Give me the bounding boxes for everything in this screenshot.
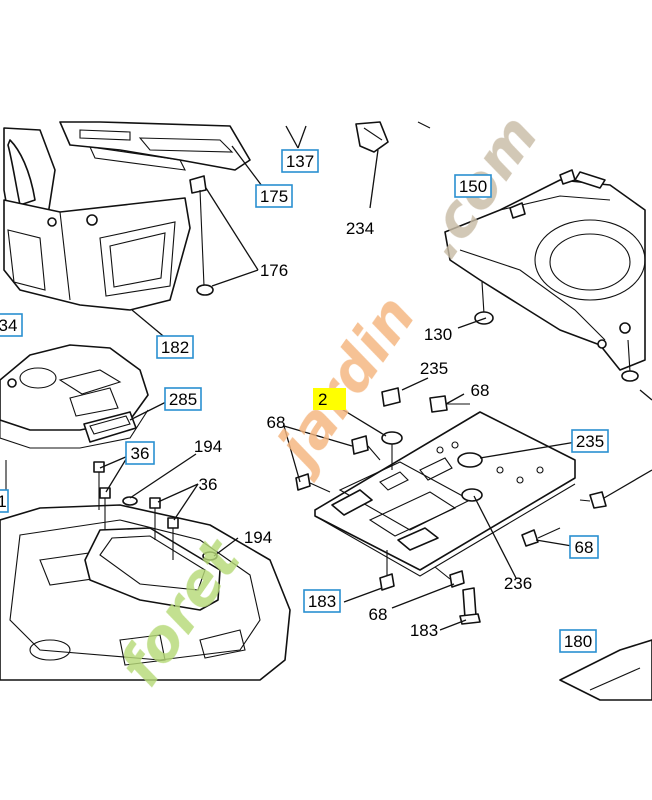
svg-text:1: 1 (0, 492, 7, 511)
callout-176: 176 (260, 261, 288, 280)
callout-234: 234 (346, 219, 374, 238)
part-234 (355, 121, 431, 153)
callout-285: 285 (164, 387, 202, 411)
svg-text:180: 180 (564, 632, 592, 651)
svg-text:183: 183 (308, 592, 336, 611)
svg-text:137: 137 (286, 152, 314, 171)
bolt-176 (189, 175, 214, 296)
svg-text:68: 68 (471, 381, 490, 400)
svg-text:234: 234 (346, 219, 374, 238)
svg-text:236: 236 (504, 574, 532, 593)
svg-text:150: 150 (459, 177, 487, 196)
svg-text:68: 68 (575, 538, 594, 557)
svg-text:194: 194 (194, 437, 222, 456)
svg-text:68: 68 (267, 413, 286, 432)
callout-2-highlight: 2 (313, 388, 346, 410)
svg-text:235: 235 (576, 432, 604, 451)
part-180 (559, 639, 652, 701)
watermark-text-jardin: jardin (259, 283, 428, 484)
callout-34: 34 (0, 313, 23, 337)
svg-text:36: 36 (199, 475, 218, 494)
callout-130: 130 (424, 325, 452, 344)
belt-guard-assembly (444, 169, 646, 382)
plate-fasteners (295, 387, 607, 625)
svg-text:285: 285 (169, 390, 197, 409)
callout-194-top: 194 (194, 437, 222, 456)
seat-tray (84, 527, 221, 611)
callout-68-top-right: 68 (471, 381, 490, 400)
callout-68-left: 68 (267, 413, 286, 432)
callout-36-top: 36 (125, 441, 155, 465)
callout-183-left: 183 (303, 589, 341, 613)
callout-182: 182 (156, 335, 194, 359)
svg-text:176: 176 (260, 261, 288, 280)
callout-68-right: 68 (569, 535, 599, 559)
svg-text:36: 36 (131, 444, 150, 463)
callout-236: 236 (504, 574, 532, 593)
callout-235-right: 235 (571, 429, 609, 453)
hood-assembly (3, 121, 251, 311)
svg-text:175: 175 (260, 187, 288, 206)
callout-175: 175 (255, 184, 293, 208)
callout-1: 1 (0, 489, 9, 513)
svg-text:130: 130 (424, 325, 452, 344)
svg-text:34: 34 (0, 316, 17, 335)
callout-137: 137 (281, 149, 319, 173)
svg-text:68: 68 (369, 605, 388, 624)
callout-183-bottom: 183 (410, 621, 438, 640)
bolts-36 (93, 461, 218, 561)
mounting-plate (314, 411, 576, 577)
leader-lines (99, 125, 652, 631)
svg-text:2: 2 (318, 390, 327, 409)
callout-194-bottom: 194 (244, 528, 272, 547)
callout-150: 150 (454, 174, 492, 198)
svg-text:182: 182 (161, 338, 189, 357)
callout-235-top: 235 (420, 359, 448, 378)
dash-panel (0, 344, 149, 449)
svg-text:183: 183 (410, 621, 438, 640)
svg-text:194: 194 (244, 528, 272, 547)
callout-68-bottom: 68 (369, 605, 388, 624)
callout-36-right: 36 (199, 475, 218, 494)
callout-180: 180 (559, 629, 597, 653)
svg-text:235: 235 (420, 359, 448, 378)
